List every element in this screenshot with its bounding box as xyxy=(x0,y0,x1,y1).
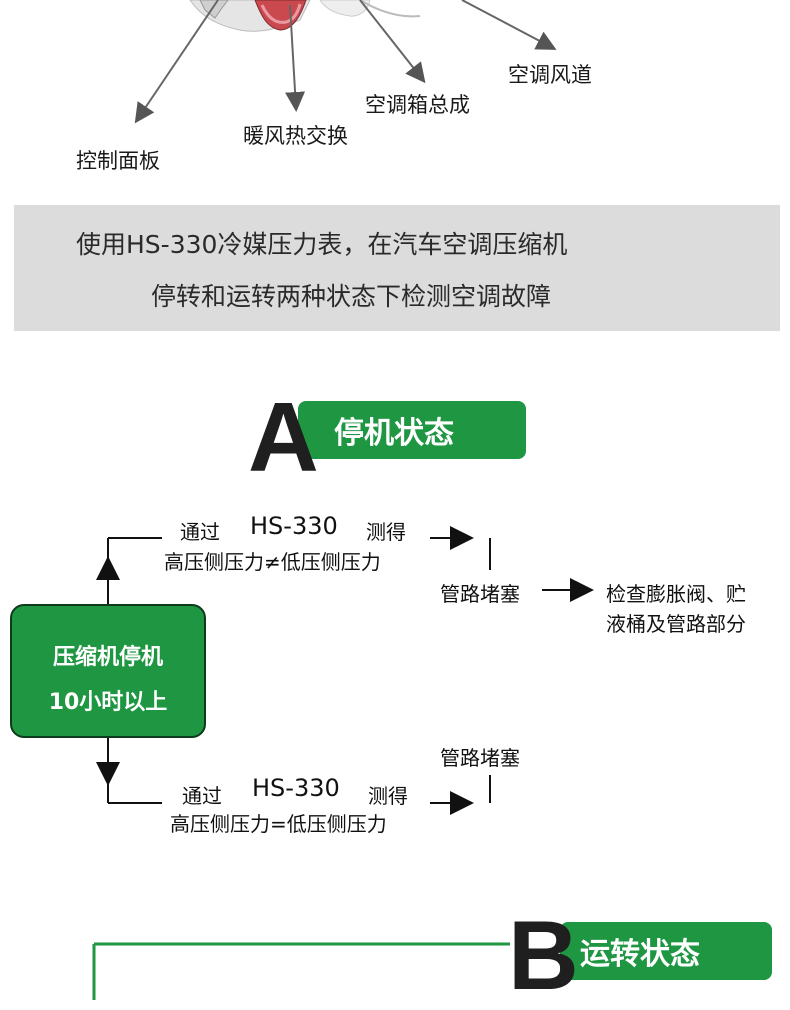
lower-device: HS-330 xyxy=(252,774,340,802)
start-box-line-2: 10小时以上 xyxy=(48,690,168,715)
section-b-letter: B xyxy=(508,900,579,1010)
upper-result: 管路堵塞 xyxy=(440,582,520,606)
arrow-hvac-box xyxy=(359,0,426,84)
lower-result: 管路堵塞 xyxy=(440,746,520,770)
lower-via: 通过 xyxy=(182,784,222,808)
upper-action-line-1: 检查膨胀阀、贮 xyxy=(606,582,746,606)
section-a-title: 停机状态 xyxy=(334,416,454,451)
section-b-title-pill: 运转状态 xyxy=(560,922,772,980)
arrow-heater-core xyxy=(285,4,306,112)
upper-action-line-2: 液桶及管路部分 xyxy=(606,612,746,636)
label-hvac-box: 空调箱总成 xyxy=(365,93,470,117)
section-a-letter: A xyxy=(248,382,319,492)
banner-line-1: 使用HS-330冷媒压力表，在汽车空调压缩机 xyxy=(76,230,568,259)
start-box-compressor-off: 压缩机停机 10小时以上 xyxy=(10,604,206,738)
intro-banner: 使用HS-330冷媒压力表，在汽车空调压缩机 停转和运转两种状态下检测空调故障 xyxy=(14,205,780,331)
label-control-panel: 控制面板 xyxy=(76,149,160,173)
lower-measure: 测得 xyxy=(368,784,408,808)
upper-condition: 高压侧压力≠低压侧压力 xyxy=(164,550,381,574)
illustration-parts xyxy=(189,0,421,32)
label-air-duct: 空调风道 xyxy=(508,63,592,87)
label-heater-core: 暖风热交换 xyxy=(243,124,348,148)
upper-measure: 测得 xyxy=(366,520,406,544)
section-a-title-pill: 停机状态 xyxy=(298,401,526,459)
start-box-line-1: 压缩机停机 xyxy=(52,645,163,670)
hvac-illustration xyxy=(134,0,557,124)
arrow-control-panel xyxy=(134,0,219,124)
upper-device: HS-330 xyxy=(250,512,338,540)
section-b-title: 运转状态 xyxy=(580,937,700,972)
upper-via: 通过 xyxy=(180,520,220,544)
banner-line-2: 停转和运转两种状态下检测空调故障 xyxy=(151,282,552,311)
arrow-air-duct xyxy=(461,0,557,50)
lower-condition: 高压侧压力=低压侧压力 xyxy=(170,812,387,836)
